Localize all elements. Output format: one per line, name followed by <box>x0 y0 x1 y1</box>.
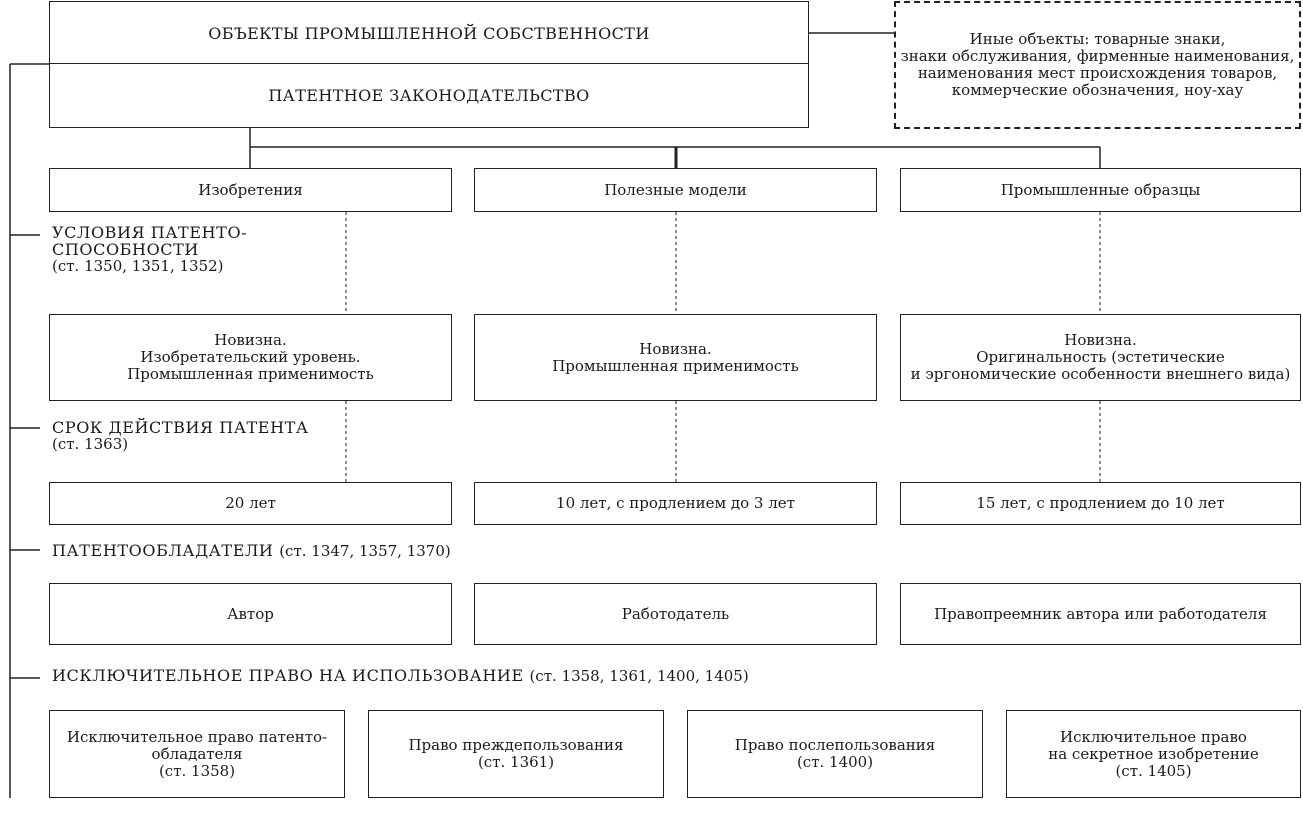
section-exclusive-label: ИСКЛЮЧИТЕЛЬНОЕ ПРАВО НА ИСПОЛЬЗОВАНИЕ (с… <box>52 666 749 685</box>
term-inventions: 20 лет <box>49 482 452 525</box>
right-post-use: Право послепользования (ст. 1400) <box>687 710 983 798</box>
holder-employer: Работодатель <box>474 583 877 645</box>
section-term-label: СРОК ДЕЙСТВИЯ ПАТЕНТА (ст. 1363) <box>52 418 309 453</box>
term-industrial-designs: 15 лет, с продлением до 10 лет <box>900 482 1301 525</box>
category-inventions: Изобретения <box>49 168 452 212</box>
header-title: ОБЪЕКТЫ ПРОМЫШЛЕННОЙ СОБСТВЕННОСТИ <box>49 1 809 65</box>
right-prior-use: Право преждепользования (ст. 1361) <box>368 710 664 798</box>
conditions-utility-models: Новизна. Промышленная применимость <box>474 314 877 401</box>
other-objects-box: Иные объекты: товарные знаки, знаки обсл… <box>894 1 1301 129</box>
category-utility-models: Полезные модели <box>474 168 877 212</box>
header-subtitle: ПАТЕНТНОЕ ЗАКОНОДАТЕЛЬСТВО <box>49 63 809 128</box>
category-industrial-designs: Промышленные образцы <box>900 168 1301 212</box>
conditions-inventions: Новизна. Изобретательский уровень. Промы… <box>49 314 452 401</box>
section-patentability-label: УСЛОВИЯ ПАТЕНТО- СПОСОБНОСТИ (ст. 1350, … <box>52 223 248 275</box>
right-secret-invention: Исключительное право на секретное изобре… <box>1006 710 1301 798</box>
holder-author: Автор <box>49 583 452 645</box>
conditions-industrial-designs: Новизна. Оригинальность (эстетические и … <box>900 314 1301 401</box>
holder-successor: Правопреемник автора или работодателя <box>900 583 1301 645</box>
term-utility-models: 10 лет, с продлением до 3 лет <box>474 482 877 525</box>
section-holders-label: ПАТЕНТООБЛАДАТЕЛИ (ст. 1347, 1357, 1370) <box>52 541 451 560</box>
right-exclusive-holder: Исключительное право патенто- обладателя… <box>49 710 345 798</box>
